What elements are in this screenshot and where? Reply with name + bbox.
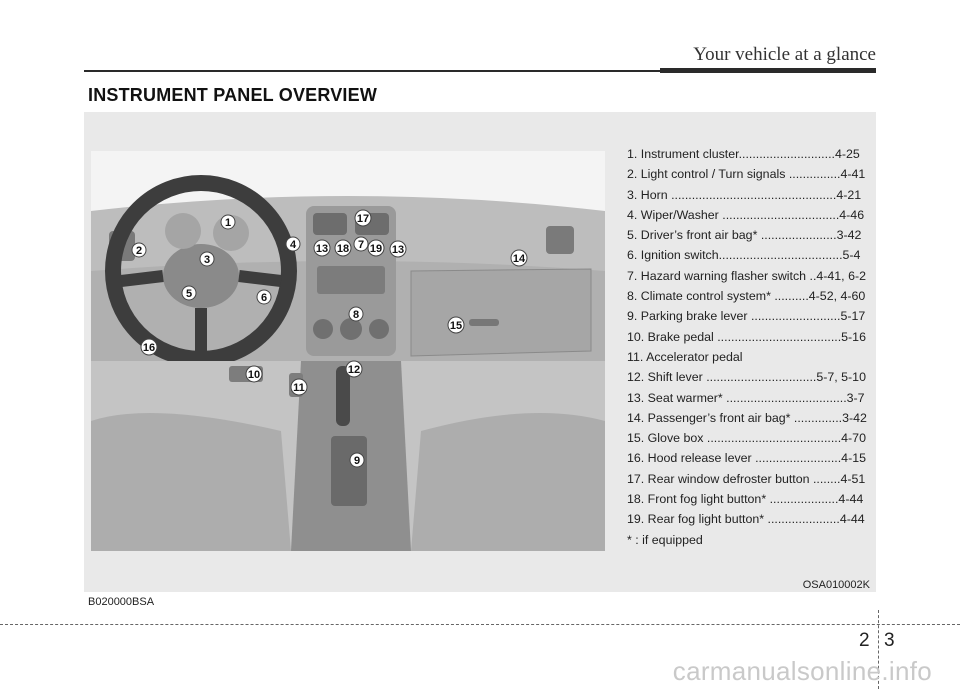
callout-4: 4: [285, 236, 301, 252]
svg-text:8: 8: [353, 309, 359, 321]
callout-12: 12: [345, 360, 363, 378]
callout-3: 3: [199, 251, 215, 267]
callout-11: 11: [290, 378, 308, 396]
svg-text:17: 17: [357, 213, 369, 225]
legend-item: 14. Passenger’s front air bag* .........…: [627, 410, 867, 425]
glove-box-handle: [469, 319, 499, 326]
image-code: OSA010002K: [802, 579, 870, 591]
legend-item: 15. Glove box ..........................…: [627, 431, 866, 446]
callout-7: 7: [353, 236, 369, 252]
side-vent-right: [546, 226, 574, 254]
glove-box: [410, 268, 592, 357]
legend-item: 4. Wiper/Washer ........................…: [627, 207, 865, 222]
gauge-left: [165, 213, 201, 249]
callout-8: 8: [348, 306, 364, 322]
svg-text:14: 14: [513, 253, 526, 265]
legend-item: 17. Rear window defroster button .......…: [627, 471, 866, 486]
callout-2: 2: [131, 242, 147, 258]
callout-13-left: 13: [313, 239, 331, 257]
legend-item: 7. Hazard warning flasher switch ..4-41,…: [627, 268, 866, 283]
legend-item: 2. Light control / Turn signals ........…: [627, 167, 866, 182]
callout-14: 14: [510, 249, 528, 267]
svg-text:4: 4: [290, 239, 297, 251]
climate-knob-left: [313, 319, 333, 339]
callout-13-right: 13: [389, 240, 407, 258]
callout-10: 10: [245, 365, 263, 383]
passenger-seat: [411, 413, 605, 551]
watermark: carmanualsonline.info: [672, 656, 932, 686]
steering-spokes: [120, 270, 282, 356]
driver-seat: [91, 413, 291, 551]
legend-item: 6. Ignition switch......................…: [627, 248, 861, 263]
svg-text:6: 6: [261, 292, 267, 304]
legend-item: 9. Parking brake lever .................…: [627, 309, 866, 324]
svg-text:9: 9: [354, 455, 360, 467]
header-title: Your vehicle at a glance: [693, 44, 876, 65]
steering-wheel: [105, 175, 297, 367]
climate-knob-right: [369, 319, 389, 339]
page-divider: [878, 610, 879, 689]
legend-item: 11. Accelerator pedal: [627, 349, 743, 364]
svg-text:13: 13: [392, 244, 404, 256]
legend-item: 16. Hood release lever .................…: [627, 451, 866, 466]
header-rule-accent: [660, 68, 876, 73]
callout-1: 1: [220, 214, 236, 230]
svg-text:3: 3: [204, 254, 210, 266]
footer-rule: [0, 624, 960, 625]
svg-text:2: 2: [136, 245, 142, 257]
legend-footnote: * : if equipped: [627, 532, 703, 547]
legend-item: 1. Instrument cluster...................…: [627, 147, 860, 161]
parking-brake: [331, 436, 367, 506]
svg-text:18: 18: [337, 243, 349, 255]
legend-item: 5. Driver’s front air bag* .............…: [627, 228, 862, 243]
section-code: B020000BSA: [88, 596, 155, 608]
callout-6: 6: [256, 289, 272, 305]
svg-text:5: 5: [186, 288, 192, 300]
legend-item: 10. Brake pedal ........................…: [627, 329, 866, 344]
legend-list: 1. Instrument cluster...................…: [627, 144, 867, 550]
instrument-panel-illustration: 1 2 3 4 5 6 7 8 9 10 11 12 13 13 14 15 1…: [91, 151, 605, 551]
climate-knob-center: [340, 318, 362, 340]
page-number-left: 2: [859, 630, 870, 651]
svg-text:1: 1: [225, 217, 231, 229]
legend-item: 19. Rear fog light button* .............…: [627, 512, 865, 527]
center-vent-left: [313, 213, 347, 235]
shift-lever: [336, 366, 350, 426]
header-rule: [84, 70, 876, 72]
steering-hub: [163, 244, 239, 308]
svg-text:16: 16: [143, 342, 155, 354]
audio-unit: [317, 266, 385, 294]
callout-5: 5: [181, 285, 197, 301]
section-title: INSTRUMENT PANEL OVERVIEW: [88, 85, 378, 105]
svg-text:10: 10: [248, 369, 260, 381]
svg-text:12: 12: [348, 364, 360, 376]
callout-18: 18: [334, 239, 352, 257]
svg-text:19: 19: [370, 243, 382, 255]
dashboard-drawing: 1 2 3 4 5 6 7 8 9 10 11 12 13 13 14 15 1…: [91, 151, 605, 551]
legend-item: 18. Front fog light button* ............…: [627, 492, 864, 507]
callout-16: 16: [140, 338, 158, 356]
legend-item: 13. Seat warmer* .......................…: [627, 390, 865, 405]
svg-text:13: 13: [316, 243, 328, 255]
callout-19: 19: [367, 239, 385, 257]
callout-9: 9: [349, 452, 365, 468]
callout-15: 15: [447, 316, 465, 334]
legend-item: 8. Climate control system* ..........4-5…: [627, 289, 866, 304]
legend-item: 3. Horn ................................…: [627, 187, 862, 202]
svg-text:7: 7: [358, 239, 364, 251]
page-number-right: 3: [884, 630, 895, 651]
svg-text:15: 15: [450, 320, 462, 332]
callout-17: 17: [354, 209, 372, 227]
legend-item: 12. Shift lever ........................…: [627, 370, 866, 385]
svg-text:11: 11: [293, 382, 305, 394]
